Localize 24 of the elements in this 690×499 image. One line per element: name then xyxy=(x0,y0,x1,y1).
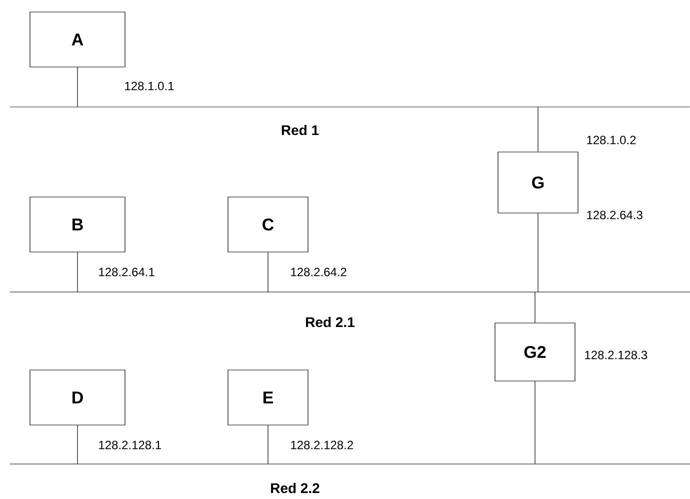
connector-line xyxy=(534,292,536,323)
host-box: C xyxy=(228,196,308,252)
address-label: 128.2.128.2 xyxy=(291,440,353,450)
connector-line xyxy=(534,381,536,464)
network-label: Red 1 xyxy=(282,124,319,136)
host-box: E xyxy=(228,370,308,426)
host-box: G2 xyxy=(494,322,576,382)
host-box: D xyxy=(30,370,126,426)
network-label: Red 2.1 xyxy=(306,316,354,328)
network-label: Red 2.2 xyxy=(271,482,320,494)
host-box: G xyxy=(498,152,578,214)
address-label: 128.2.128.3 xyxy=(585,350,648,360)
connector-line xyxy=(77,252,78,292)
address-label: 128.2.64.1 xyxy=(99,268,154,276)
address-label: 128.2.64.3 xyxy=(587,210,642,220)
host-box: A xyxy=(30,12,126,68)
address-label: 128.2.128.1 xyxy=(99,440,161,450)
address-label: 128.2.64.2 xyxy=(291,268,346,276)
host-box: B xyxy=(30,196,126,252)
address-label: 128.1.0.1 xyxy=(125,82,174,90)
connector-line xyxy=(77,67,78,108)
network-line xyxy=(10,106,690,108)
connector-line xyxy=(77,425,78,464)
address-label: 128.1.0.2 xyxy=(587,136,636,144)
